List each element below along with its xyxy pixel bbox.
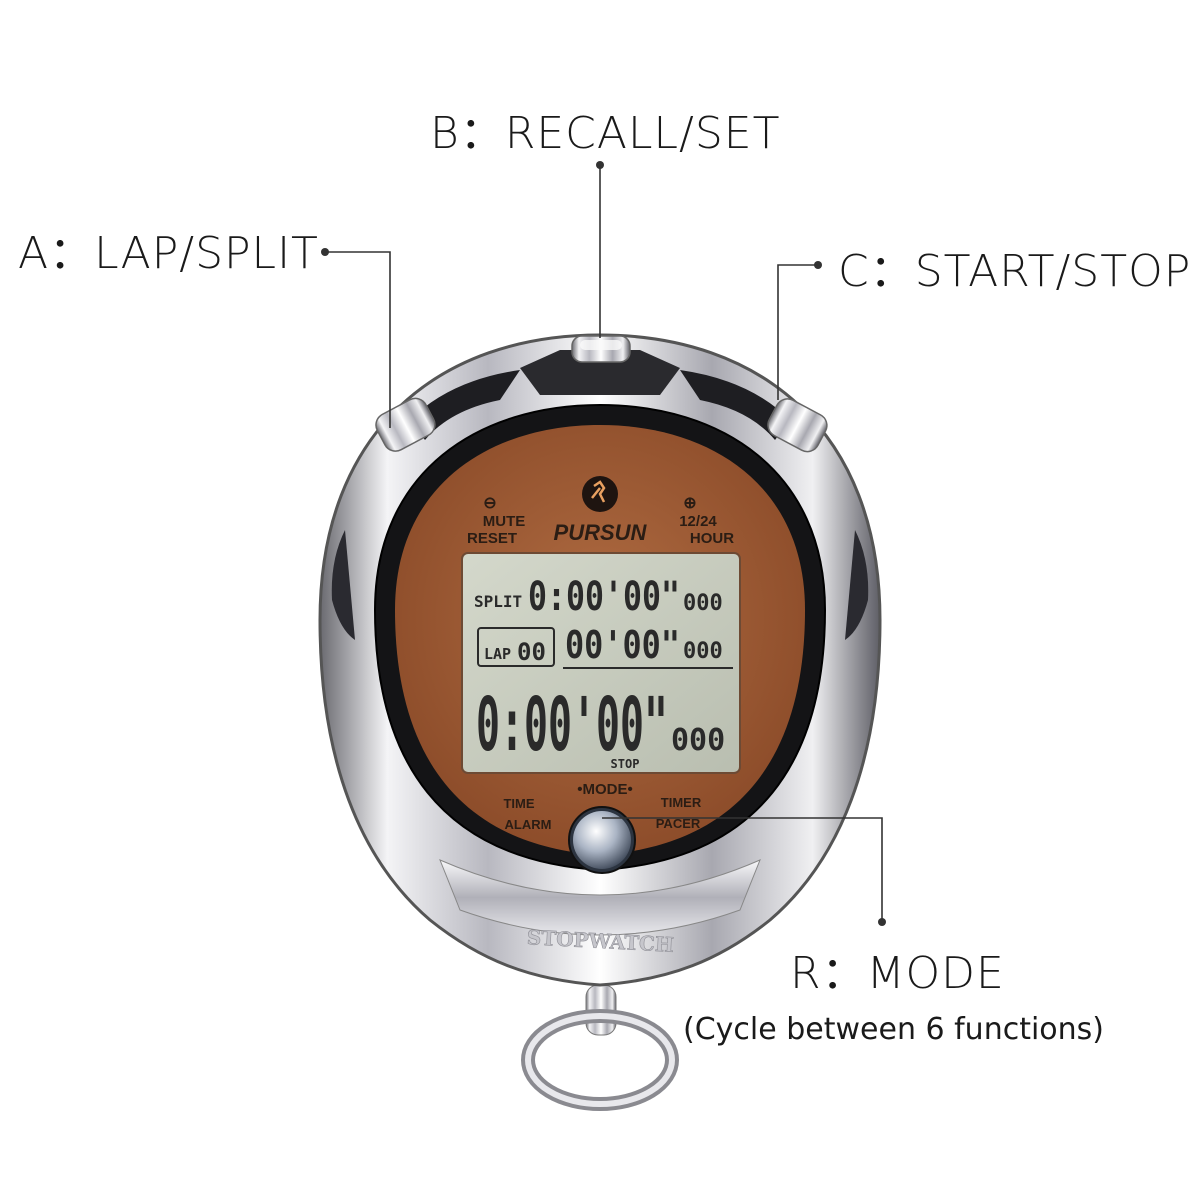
callout-r-note: (Cycle between 6 functions) (683, 1012, 1104, 1047)
lcd-display: SPLIT 0:00'00" 000 LAP 00 00'00" 000 0:0… (461, 552, 741, 774)
callout-c-letter: C (838, 246, 870, 297)
callout-a-separator: ： (49, 228, 95, 279)
lcd-row1-ms: 000 (683, 591, 723, 616)
callout-c-label: START/STOP (914, 246, 1192, 297)
lcd-row2-time: 00'00" (565, 623, 680, 667)
lcd-row1-time: 0:00'00" (528, 574, 680, 620)
lcd-split-label: SPLIT (474, 592, 522, 611)
callout-b-letter: B (430, 108, 460, 159)
callout-a: A：LAP/SPLIT (18, 232, 319, 276)
label-pacer: PACER (656, 816, 701, 831)
callout-a-label: LAP/SPLIT (94, 228, 319, 279)
label-mute: MUTE (483, 513, 526, 530)
callout-r-letter: R (790, 948, 822, 999)
lcd-status: STOP (611, 757, 640, 771)
button-c-start-stop[interactable] (764, 395, 831, 456)
hanging-ring (521, 984, 679, 1111)
label-timer: TIMER (661, 795, 702, 810)
label-mode: •MODE• (577, 781, 633, 798)
callout-r-separator: ： (821, 948, 867, 999)
callout-a-letter: A (18, 228, 50, 279)
button-r-mode[interactable] (568, 806, 636, 874)
brand-name: PURSUN (554, 520, 648, 545)
minus-symbol: ⊖ (483, 495, 496, 512)
label-reset: RESET (467, 530, 517, 547)
callout-b: B：RECALL/SET (430, 112, 780, 156)
plus-symbol: ⊕ (683, 495, 696, 512)
brand-logo (582, 476, 618, 512)
label-time: TIME (503, 796, 534, 811)
lcd-row3-ms: 000 (671, 723, 725, 758)
callout-b-separator: ： (459, 108, 505, 159)
callout-c: C：START/STOP (838, 250, 1191, 294)
callout-b-label: RECALL/SET (504, 108, 781, 159)
label-12-24: 12/24 (679, 513, 717, 530)
lcd-row3-time: 0:00'00" (476, 682, 668, 768)
lcd-row2-ms: 000 (683, 639, 723, 664)
lcd-lap-count: 00 (517, 638, 546, 666)
button-b-recall-set[interactable] (571, 335, 631, 363)
lcd-lap-label: LAP (484, 645, 511, 663)
leader-lines (321, 161, 886, 926)
callout-c-separator: ： (869, 246, 915, 297)
callout-r: R：MODE (790, 952, 1005, 996)
label-hour: HOUR (690, 530, 734, 547)
label-alarm: ALARM (505, 817, 552, 832)
callout-r-label: MODE (866, 948, 1005, 999)
